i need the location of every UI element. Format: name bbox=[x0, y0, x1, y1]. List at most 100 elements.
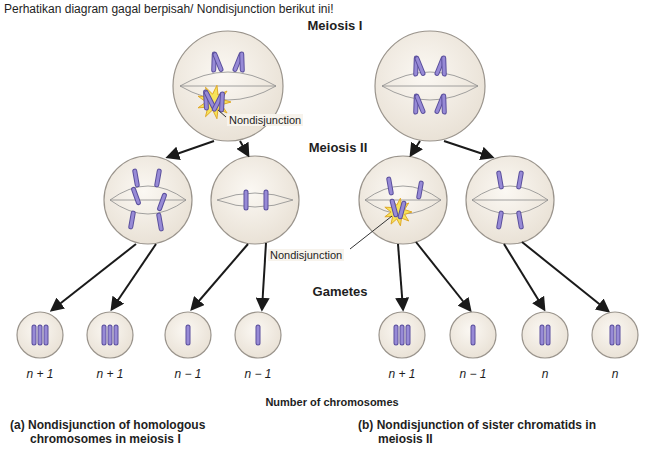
spindle-fibre bbox=[110, 200, 186, 201]
chromosome-edge bbox=[135, 171, 137, 185]
chromosome-edge bbox=[406, 327, 411, 343]
arrow bbox=[522, 242, 608, 311]
chromosome-count: n bbox=[515, 311, 575, 381]
chromosome bbox=[389, 179, 391, 193]
chromosome-edge bbox=[389, 179, 391, 193]
chromosome bbox=[395, 327, 398, 343]
arrow bbox=[168, 141, 214, 157]
chromosome-edge bbox=[131, 213, 133, 227]
spindle-fibre bbox=[180, 86, 276, 87]
chromosome bbox=[103, 327, 106, 343]
gamete-membrane bbox=[17, 312, 63, 358]
chromosome-edge bbox=[114, 327, 119, 343]
chromosome-edge bbox=[134, 189, 139, 202]
stage-label: Meiosis I bbox=[308, 18, 363, 33]
arrow bbox=[112, 244, 156, 309]
chromosome-count: n − 1 bbox=[158, 311, 218, 381]
chromosome bbox=[417, 97, 423, 112]
chromosome-count: n + 1 bbox=[372, 311, 432, 381]
gamete-outline bbox=[443, 311, 503, 361]
arrow bbox=[444, 141, 492, 157]
arrow bbox=[416, 242, 470, 310]
gamete-outline bbox=[585, 311, 645, 361]
gamete-outline bbox=[10, 311, 70, 361]
leader-lines bbox=[218, 110, 392, 249]
chromosome-edge bbox=[219, 94, 225, 110]
gamete-cell: n bbox=[515, 311, 575, 381]
chromosome-edge bbox=[214, 95, 221, 109]
chromosome-count: n + 1 bbox=[10, 311, 70, 381]
daughter-cell bbox=[104, 156, 192, 244]
gamete-outline bbox=[515, 311, 575, 361]
spindle-fibre bbox=[365, 200, 441, 201]
chromosome-edge bbox=[159, 215, 161, 229]
chromosome-edge bbox=[244, 192, 249, 208]
arrow bbox=[52, 244, 136, 310]
chromosome-edge bbox=[44, 327, 49, 343]
spindle-fibre bbox=[217, 200, 293, 207]
panel-caption: (b) Nondisjunction of sister chromatids … bbox=[358, 418, 600, 447]
spindle-fibre bbox=[382, 72, 478, 86]
gamete-membrane bbox=[379, 312, 425, 358]
chromosome bbox=[265, 192, 268, 208]
title: Perhatikan diagram gagal berpisah/ Nondi… bbox=[4, 2, 334, 16]
chromosome-edge bbox=[400, 203, 404, 217]
chromosome bbox=[109, 327, 112, 343]
chromosome-count: n − 1 bbox=[228, 311, 288, 381]
gamete-cell: n − 1 bbox=[228, 311, 288, 381]
callout-label: Nondisjunction bbox=[227, 114, 303, 126]
chromosome bbox=[240, 54, 244, 70]
chromosome bbox=[442, 96, 446, 112]
chromosome bbox=[159, 215, 161, 229]
gamete-membrane bbox=[165, 312, 211, 358]
arrows bbox=[52, 141, 608, 311]
chromosome bbox=[220, 94, 224, 110]
gamete-cell: n + 1 bbox=[372, 311, 432, 381]
chromosome-edge bbox=[108, 327, 113, 343]
stage-label: Gametes bbox=[313, 284, 368, 299]
burst bbox=[385, 198, 412, 226]
gamete-cell: n − 1 bbox=[158, 311, 218, 381]
chromosome bbox=[160, 195, 165, 208]
chromosomes bbox=[131, 54, 521, 229]
chromosome-count: n + 1 bbox=[80, 311, 140, 381]
gamete-outline bbox=[228, 311, 288, 361]
spindle-fibre bbox=[365, 186, 441, 200]
chromosome-edge bbox=[499, 173, 501, 187]
gamete-cell: n + 1 bbox=[80, 311, 140, 381]
chromosome-edge bbox=[441, 96, 447, 112]
chromosome bbox=[419, 183, 421, 197]
chromosome-edge bbox=[471, 327, 476, 343]
chromosome-edge bbox=[540, 327, 545, 343]
gamete-outline bbox=[80, 311, 140, 361]
chromosome bbox=[472, 327, 475, 343]
gamete-cell: n bbox=[585, 311, 645, 381]
chromosome-count: n bbox=[585, 311, 645, 381]
chromosome-edge bbox=[38, 327, 43, 343]
chromosome bbox=[442, 58, 446, 74]
stage-label: Number of chromosomes bbox=[265, 396, 398, 408]
parent-cell bbox=[375, 31, 485, 141]
chromosome bbox=[131, 213, 133, 227]
chromosome-edge bbox=[160, 195, 165, 208]
chromosome-edge bbox=[186, 327, 191, 343]
arrow bbox=[398, 244, 403, 309]
spindle-fibre bbox=[110, 186, 186, 200]
daughter-cell bbox=[211, 156, 299, 244]
gamete-cell: n − 1 bbox=[443, 311, 503, 381]
gamete-membrane bbox=[87, 312, 133, 358]
leader-line bbox=[350, 216, 392, 249]
stage-label: Meiosis II bbox=[309, 140, 368, 155]
chromosome-edge bbox=[32, 327, 37, 343]
chromosome-edge bbox=[264, 192, 269, 208]
chromosome bbox=[392, 201, 396, 215]
chromosome bbox=[499, 173, 501, 187]
spindle-fibre bbox=[472, 186, 548, 200]
arrow bbox=[192, 244, 248, 309]
chromosome-edge bbox=[417, 97, 423, 112]
spindle-fibre bbox=[472, 200, 548, 201]
gamete-membrane bbox=[592, 312, 638, 358]
chromosome-edge bbox=[419, 183, 421, 197]
chromosome bbox=[214, 95, 221, 109]
nondisjunction-burst bbox=[198, 85, 412, 226]
